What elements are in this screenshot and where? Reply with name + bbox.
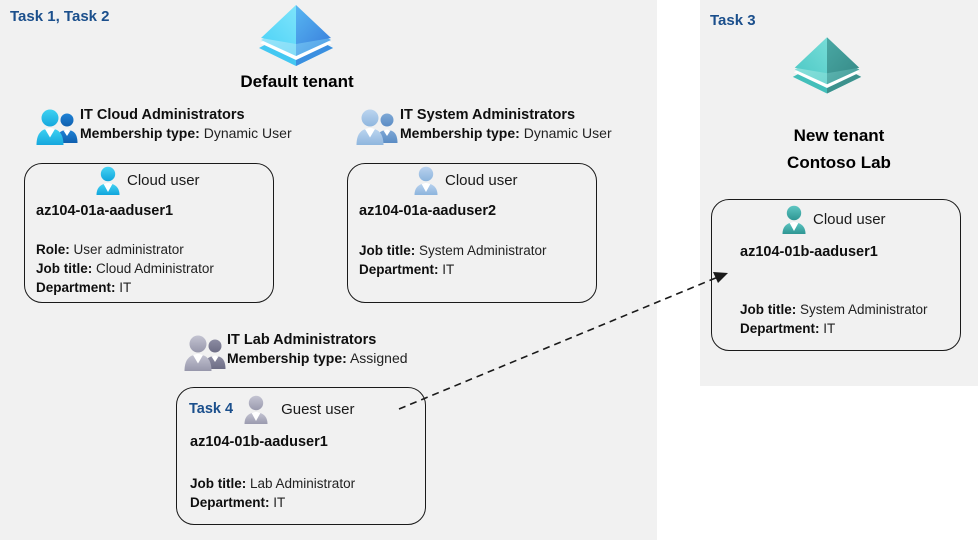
group-membership: Membership type: Dynamic User — [400, 124, 612, 143]
user-card-az104-01a-aaduser2[interactable] — [347, 163, 597, 303]
attr-department-label: Department: — [36, 280, 116, 295]
card-header-az104-01a-aaduser1: Cloud user — [95, 165, 200, 195]
attr-job-title: Job title: Cloud Administrator — [36, 259, 214, 278]
card-header-az104-01b-aaduser1-guest: Task 4 Guest user — [189, 394, 354, 424]
user-type-label: Cloud user — [445, 171, 518, 189]
attr-department: Department: IT — [36, 278, 214, 297]
card-header-az104-01b-aaduser1-cloud: Cloud user — [781, 204, 886, 234]
attr-department-label: Department: — [359, 262, 439, 277]
attr-job-title-label: Job title: — [740, 302, 797, 317]
attr-department-value: IT — [442, 262, 455, 277]
attr-role: Role: User administrator — [36, 240, 214, 259]
group-membership-label: Membership type: — [400, 125, 520, 141]
group-membership-value: Dynamic User — [203, 125, 292, 141]
group-users-icon-system-admins — [356, 109, 398, 145]
new-tenant-title-line1: New tenant — [793, 126, 885, 145]
group-membership: Membership type: Assigned — [227, 349, 408, 368]
group-membership-label: Membership type: — [227, 350, 347, 366]
attr-job-title-value: System Administrator — [419, 243, 547, 258]
username-az104-01b-aaduser1-guest: az104-01b-aaduser1 — [190, 434, 328, 450]
azure-tenant-icon-default — [259, 5, 333, 66]
card-attrs-az104-01a-aaduser1: Role: User administrator Job title: Clou… — [36, 240, 214, 297]
attr-job-title-label: Job title: — [190, 476, 247, 491]
group-membership-label: Membership type: — [80, 125, 200, 141]
card-header-az104-01a-aaduser2: Cloud user — [413, 165, 518, 195]
username-az104-01b-aaduser1-cloud: az104-01b-aaduser1 — [740, 244, 878, 260]
attr-job-title-label: Job title: — [36, 261, 93, 276]
group-name: IT System Administrators — [400, 107, 576, 123]
card-attrs-az104-01a-aaduser2: Job title: System Administrator Departme… — [359, 241, 547, 279]
attr-job-title-value: Lab Administrator — [250, 476, 356, 491]
user-type-label: Cloud user — [813, 210, 886, 228]
user-type-label: Cloud user — [127, 171, 200, 189]
username-az104-01a-aaduser1: az104-01a-aaduser1 — [36, 203, 174, 219]
group-membership-value: Assigned — [349, 350, 408, 366]
attr-department-value: IT — [823, 321, 836, 336]
attr-department-value: IT — [273, 495, 286, 510]
group-header-it-system-administrators: IT System Administrators Membership type… — [400, 106, 612, 143]
attr-job-title-label: Job title: — [359, 243, 416, 258]
username-az104-01a-aaduser2: az104-01a-aaduser2 — [359, 203, 497, 219]
cloud-user-icon — [96, 166, 120, 195]
group-header-it-cloud-administrators: IT Cloud Administrators Membership type:… — [80, 106, 292, 143]
group-header-it-lab-administrators: IT Lab Administrators Membership type: A… — [227, 331, 408, 368]
default-tenant-title: Default tenant — [240, 72, 354, 91]
attr-role-label: Role: — [36, 242, 70, 257]
attr-department: Department: IT — [190, 493, 355, 512]
user-type-label: Guest user — [281, 400, 355, 418]
attr-department-value: IT — [119, 280, 132, 295]
attr-job-title-value: System Administrator — [800, 302, 928, 317]
group-membership-value: Dynamic User — [523, 125, 612, 141]
task-label-3: Task 3 — [710, 12, 756, 29]
arrow-head — [713, 272, 728, 283]
group-name: IT Lab Administrators — [227, 332, 377, 348]
attr-job-title: Job title: System Administrator — [740, 300, 928, 319]
azure-tenant-icon-new — [792, 37, 862, 94]
arrow-line — [398, 276, 719, 410]
attr-job-title: Job title: Lab Administrator — [190, 474, 355, 493]
guest-user-icon — [244, 395, 268, 424]
group-users-icon-lab-admins — [184, 335, 226, 371]
user-card-az104-01b-aaduser1-cloud[interactable] — [711, 199, 961, 351]
task-label-4: Task 4 — [189, 401, 234, 417]
attr-job-title: Job title: System Administrator — [359, 241, 547, 260]
cloud-user-icon — [782, 205, 806, 234]
user-card-az104-01a-aaduser1[interactable] — [24, 163, 274, 303]
attr-department: Department: IT — [740, 319, 928, 338]
task-label-1-2: Task 1, Task 2 — [10, 8, 110, 25]
group-users-icon-cloud-admins — [36, 109, 78, 145]
attr-department: Department: IT — [359, 260, 547, 279]
cloud-user-icon — [414, 166, 438, 195]
group-membership: Membership type: Dynamic User — [80, 124, 292, 143]
user-card-az104-01b-aaduser1-guest[interactable] — [176, 387, 426, 525]
attr-job-title-value: Cloud Administrator — [96, 261, 214, 276]
card-attrs-az104-01b-aaduser1-guest: Job title: Lab Administrator Department:… — [190, 474, 355, 512]
card-attrs-az104-01b-aaduser1-cloud: Job title: System Administrator Departme… — [740, 300, 928, 338]
attr-role-value: User administrator — [73, 242, 184, 257]
group-name: IT Cloud Administrators — [80, 107, 245, 123]
new-tenant-title-line2: Contoso Lab — [787, 153, 891, 172]
attr-department-label: Department: — [740, 321, 820, 336]
attr-department-label: Department: — [190, 495, 270, 510]
